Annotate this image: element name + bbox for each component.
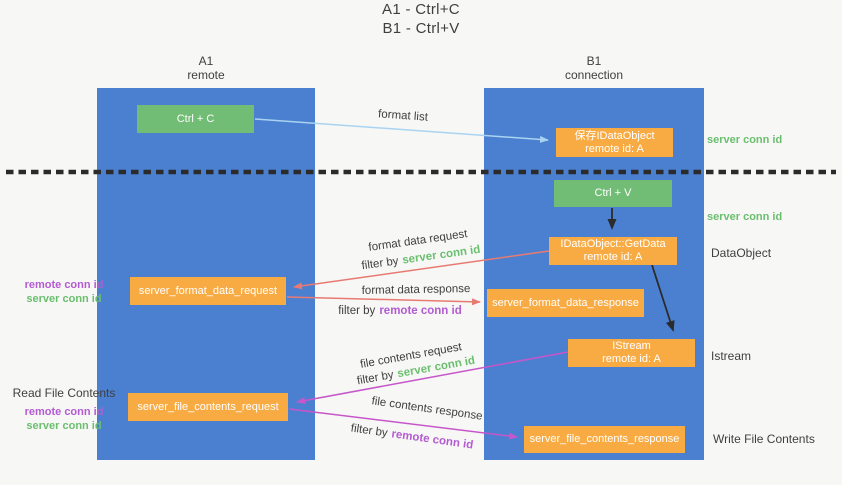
label-server-conn-id-mid: server conn id: [707, 211, 783, 223]
node-server-format-data-response-label: server_format_data_response: [492, 296, 639, 309]
node-idataobject-getdata-line2: remote id: A: [583, 251, 643, 263]
node-save-dataobject-line1: 保存IDataObject: [574, 129, 655, 142]
node-server-file-contents-request-label: server_file_contents_request: [137, 400, 279, 413]
arrow-getdata-to-istream: [651, 264, 675, 332]
node-istream-line1: IStream: [612, 340, 651, 352]
label-server-conn-id-left-top: server conn id: [26, 293, 102, 305]
node-save-dataobject: 保存IDataObject remote id: A: [556, 128, 673, 157]
label-remote-conn-id-left-bottom: remote conn id: [24, 406, 104, 418]
node-ctrl-v-label: Ctrl + V: [594, 187, 632, 199]
arrow-file-contents-request: [296, 351, 569, 404]
label-group-read-file-contents: Read File Contents remote conn id server…: [8, 386, 120, 433]
label-istream: Istream: [711, 349, 752, 363]
column-b1-title: B1: [586, 54, 602, 68]
arrow-file-contents-response: [288, 408, 518, 440]
node-ctrl-c-label: Ctrl + C: [176, 112, 215, 125]
label-dataobject: DataObject: [711, 246, 772, 260]
diagram-title-line1: A1 - Ctrl+C: [382, 1, 460, 18]
node-server-file-contents-request: server_file_contents_request: [128, 393, 288, 421]
diagram-title: A1 - Ctrl+C B1 - Ctrl+V: [0, 0, 842, 38]
label-remote-conn-id-left-top: remote conn id: [24, 279, 104, 291]
node-idataobject-getdata: IDataObject::GetData remote id: A: [549, 237, 677, 265]
node-server-file-contents-response-label: server_file_contents_response: [529, 433, 680, 445]
node-istream: IStream remote id: A: [568, 339, 695, 367]
node-server-format-data-request-label: server_format_data_request: [138, 284, 278, 297]
arrow-format-data-request: [293, 250, 550, 290]
label-server-conn-id-top: server conn id: [707, 134, 783, 146]
node-server-format-data-response: server_format_data_response: [487, 289, 644, 317]
label-write-file-contents: Write File Contents: [713, 432, 815, 446]
node-ctrl-c: Ctrl + C: [137, 105, 254, 133]
node-server-format-data-request: server_format_data_request: [130, 277, 286, 305]
label-server-conn-id-left-bottom: server conn id: [26, 420, 102, 432]
column-a1-subtitle: remote: [187, 68, 225, 82]
label-group-format-conn-ids: remote conn id server conn id: [8, 278, 120, 306]
label-format-data-response: format data response: [361, 283, 471, 297]
arrow-format-data-response: [286, 296, 481, 306]
node-ctrl-v: Ctrl + V: [554, 180, 672, 207]
label-read-file-contents: Read File Contents: [12, 386, 116, 400]
diagram-title-line2: B1 - Ctrl+V: [382, 20, 460, 37]
node-server-file-contents-response: server_file_contents_response: [524, 426, 685, 453]
node-istream-line2: remote id: A: [602, 353, 661, 365]
column-header-a1: A1 remote: [97, 54, 315, 82]
column-a1-title: A1: [198, 54, 214, 68]
arrow-format-list: [254, 118, 549, 143]
node-idataobject-getdata-line1: IDataObject::GetData: [560, 238, 666, 250]
column-header-b1: B1 connection: [484, 54, 704, 82]
column-b1-subtitle: connection: [564, 68, 624, 82]
node-save-dataobject-line2: remote id: A: [585, 142, 644, 155]
